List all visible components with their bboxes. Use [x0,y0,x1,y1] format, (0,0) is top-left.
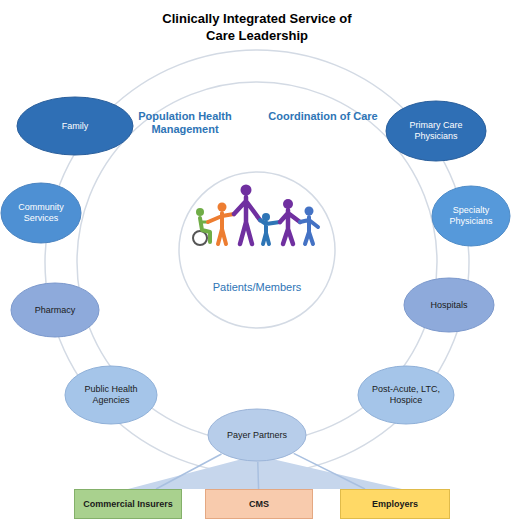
stakeholder-ellipse: Payer Partners [207,408,307,462]
stakeholder-ellipse: Hospitals [403,277,495,333]
connector-line [257,462,259,489]
center-node: Patients/Members [187,276,327,298]
payer-fan [128,458,402,489]
region-label: Coordination of Care [268,110,378,123]
person-head [218,203,227,212]
rect-shape [341,490,450,519]
person-figure [260,220,280,244]
person-figure [280,210,300,244]
node-text: CMS [209,499,309,510]
stakeholder-ellipse: Family [16,96,134,156]
people-illustration [193,185,318,246]
node-text: Commercial Insurers [78,499,178,510]
node-text: Community Services [12,202,70,224]
node-text: Employers [345,499,445,510]
ellipse-shape [1,183,81,243]
wheelchair-wheel [193,231,207,245]
payer-box: Commercial Insurers [74,489,182,519]
ellipse-shape [65,366,157,424]
node-text: Post-Acute, LTC, Hospice [367,384,445,406]
person-head [305,207,314,216]
person-head [196,208,204,216]
node-text: Family [30,121,120,132]
ellipse-shape [404,278,494,332]
person-head [262,213,270,221]
node-text: Primary Care Physicians [403,120,469,142]
person-figure [208,213,234,244]
payer-box: CMS [205,489,313,519]
node-text: Specialty Physicians [443,205,499,227]
payer-box: Employers [340,489,450,519]
diagram-title: Clinically Integrated Service of Care Le… [162,10,352,44]
person-head [283,199,293,209]
rect-shape [75,490,182,519]
ellipse-shape [17,97,133,155]
person-figure [234,197,260,244]
stakeholder-ellipse: Specialty Physicians [431,185,511,247]
person-head [241,185,252,196]
ellipse-shape [432,186,510,246]
region-label: Population Health Management [130,110,240,136]
ellipse-shape [386,101,486,161]
stakeholder-ellipse: Primary Care Physicians [385,100,487,162]
stakeholder-ellipse: Public Health Agencies [64,365,158,425]
stakeholder-ellipse: Post-Acute, LTC, Hospice [357,365,455,425]
node-text: Hospitals [414,300,484,311]
node-text: Patients/Members [192,281,322,294]
ellipse-shape [208,409,306,461]
center-circle [179,172,335,328]
stakeholder-ellipse: Community Services [0,182,82,244]
person-figure [300,217,318,244]
node-text: Public Health Agencies [78,384,144,406]
connector-line [156,454,221,489]
connector-line [294,453,365,489]
node-text: Pharmacy [20,305,90,316]
stakeholder-ellipse: Pharmacy [10,282,100,338]
ellipse-shape [358,366,454,424]
node-text: Payer Partners [217,430,297,441]
ellipse-shape [11,283,99,337]
rect-shape [206,490,313,519]
